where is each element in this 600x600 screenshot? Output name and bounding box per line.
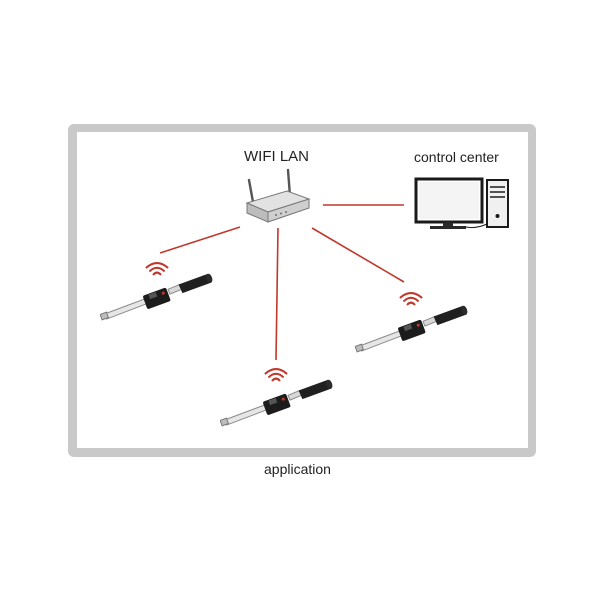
link-router-device-left	[159, 226, 241, 254]
router-label: WIFI LAN	[244, 148, 310, 165]
device-middle	[220, 367, 335, 427]
wifi-signal-icon	[399, 291, 423, 306]
control-center-label: control center	[414, 149, 499, 165]
device-right	[355, 291, 470, 353]
desktop-computer-icon	[414, 177, 509, 229]
device-left	[100, 261, 215, 321]
caption-label: application	[264, 461, 331, 477]
link-router-device-right	[311, 227, 405, 283]
wifi-router-icon	[245, 168, 311, 223]
wireless-torque-wrench-icon	[355, 304, 470, 353]
wifi-signal-icon	[264, 367, 288, 382]
wifi-signal-icon	[145, 261, 169, 276]
wireless-torque-wrench-icon	[100, 272, 215, 321]
wireless-torque-wrench-icon	[220, 378, 335, 427]
link-router-device-middle	[275, 227, 279, 361]
